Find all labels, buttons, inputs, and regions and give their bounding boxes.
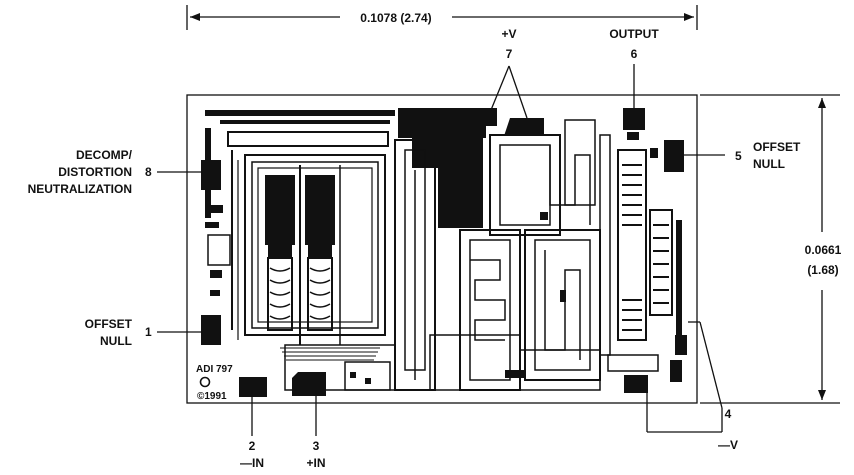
pad-6 [623,108,645,130]
pin-5-callout: 5 OFFSET NULL [684,140,801,171]
pin-5-desc-line1: OFFSET [753,140,801,154]
pin-4-name: —V [718,438,738,452]
pad-5 [664,140,684,172]
pin-3-number: 3 [313,439,320,453]
pin-3-name: +IN [306,456,325,470]
pad-4 [624,375,648,393]
pad-7a [475,108,497,126]
pin-8-number: 8 [145,165,152,179]
pin-3-callout: 3 +IN [306,390,326,470]
pin-5-number: 5 [735,149,742,163]
pin-1-callout: OFFSET NULL 1 [85,317,203,348]
die-circuitry [201,108,687,397]
pin-6-name: OUTPUT [609,27,659,41]
pad-1 [201,315,221,345]
width-label: 0.1078 (2.74) [360,11,431,25]
pad-6-lower [627,132,639,140]
die-logo-icon [199,376,211,388]
width-dimension: 0.1078 (2.74) [186,5,698,30]
pin-7-name: +V [501,27,516,41]
pin-1-desc-line2: NULL [100,334,132,348]
pin-2-number: 2 [249,439,256,453]
height-label-bottom: (1.68) [807,263,838,277]
pad-2 [239,377,267,397]
pin-4-callout: 4 —V [646,321,738,452]
pin-7-number: 7 [506,47,513,61]
pin-5-desc-line2: NULL [753,157,785,171]
pin-1-desc-line1: OFFSET [85,317,133,331]
height-label-top: 0.0661 [805,243,842,257]
pad-3 [292,372,326,396]
pin-6-number: 6 [631,47,638,61]
die-marking-line1: ADI 797 [196,364,233,375]
pad-8 [201,160,221,190]
die-marking-line2: ©1991 [197,391,227,402]
pin-4-number: 4 [725,407,732,421]
pin-8-desc-line2: DISTORTION [58,165,132,179]
pin-2-name: —IN [240,456,264,470]
pin-6-callout: OUTPUT 6 [609,27,659,110]
pin-7-callout: +V 7 [490,27,528,119]
die-marking: ADI 797 ©1991 [196,364,233,402]
pin-8-desc-line3: NEUTRALIZATION [28,182,132,196]
pin-2-callout: 2 —IN [240,390,264,470]
pin-1-number: 1 [145,325,152,339]
height-dimension: 0.0661 (1.68) [700,94,842,404]
pin-8-desc-line1: DECOMP/ [76,148,133,162]
pin-8-callout: DECOMP/ DISTORTION NEUTRALIZATION 8 [28,148,203,196]
pad-7b [504,118,544,136]
